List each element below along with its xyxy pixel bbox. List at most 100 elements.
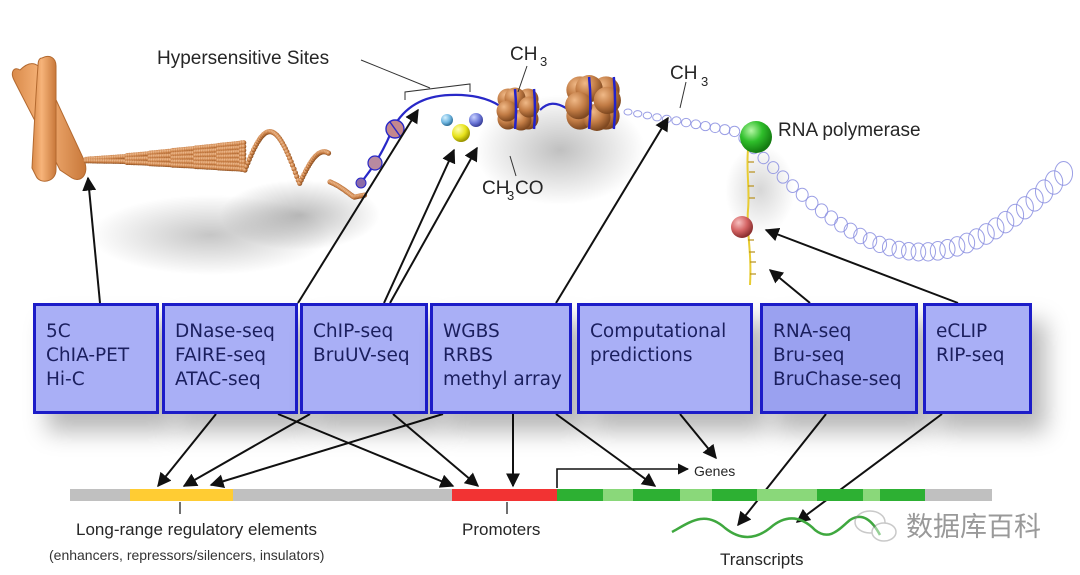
helix-turn [623, 108, 633, 116]
watermark-text: 数据库百科 [906, 512, 1041, 543]
method-label: Hi-C [46, 369, 85, 390]
helix-turn [642, 111, 653, 120]
svg-text:CH: CH [670, 63, 697, 84]
method-label: Computational [590, 321, 727, 342]
method-label: RIP-seq [936, 345, 1005, 366]
lower-arrows [157, 413, 943, 527]
helix-turn [1044, 170, 1064, 195]
helix-turn [814, 203, 829, 219]
track-segment [680, 489, 712, 501]
helix-turn [996, 210, 1015, 234]
chromatin-bead [241, 151, 247, 157]
helix-turn [1034, 179, 1054, 204]
method-box-computational[interactable]: Computational predictions [577, 303, 753, 414]
method-label: ATAC-seq [175, 369, 261, 390]
method-box-rna-binding[interactable]: eCLIP RIP-seq [923, 303, 1032, 414]
nucleosome [565, 75, 621, 131]
transcription-factors [441, 113, 483, 142]
method-box-rna[interactable]: RNA-seq Bru-seq BruChase-seq [760, 303, 918, 414]
method-label: BruUV-seq [313, 345, 410, 366]
method-label: BruChase-seq [773, 369, 902, 390]
track-segment [880, 489, 925, 501]
method-label: FAIRE-seq [175, 345, 267, 366]
method-box-accessibility[interactable]: DNase-seq FAIRE-seq ATAC-seq [162, 303, 298, 414]
label-transcripts: Transcripts [720, 550, 803, 569]
chromosome-icon [11, 55, 87, 182]
wechat-icon [854, 510, 897, 542]
dna-wrap [587, 76, 592, 130]
track-segment [817, 489, 863, 501]
label-long-range-elements: Long-range regulatory elements [76, 520, 317, 539]
upper-arrows [82, 108, 959, 304]
track-segment [712, 489, 757, 501]
helix-turn [728, 125, 741, 138]
chromatin-bead [241, 155, 247, 161]
method-label: eCLIP [936, 321, 988, 342]
chromatin-bead [241, 143, 247, 150]
dna-wrap [513, 88, 518, 130]
helix-turn [891, 240, 907, 259]
helix-turn [680, 117, 692, 128]
nucleosome-acetylated [496, 87, 540, 131]
helix-turn [872, 235, 888, 254]
track-segment [557, 489, 603, 501]
helix-turn [719, 124, 731, 136]
helix-turn [862, 232, 878, 250]
helix-turn [843, 222, 858, 239]
dna-double-helix [623, 108, 1074, 262]
method-label: ChIP-seq [313, 321, 394, 342]
chromatin-bead [325, 150, 332, 156]
rna-polymerase-icon [740, 121, 772, 153]
svg-text:3: 3 [701, 74, 708, 89]
svg-text:CH: CH [510, 44, 537, 65]
label-promoters: Promoters [462, 520, 540, 539]
helix-turn [901, 242, 917, 261]
helix-turn [987, 217, 1005, 240]
label-long-range-subtitle: (enhancers, repressors/silencers, insula… [49, 547, 324, 563]
label-hypersensitive-sites: Hypersensitive Sites [157, 48, 329, 69]
helix-turn [1015, 196, 1034, 220]
helix-turn [795, 187, 809, 202]
helix-turn [977, 223, 995, 245]
helix-turn [633, 110, 643, 118]
svg-text:CH: CH [482, 178, 509, 199]
helix-turn [881, 238, 897, 257]
helix-turn [776, 170, 790, 184]
dna-wrap [532, 88, 537, 130]
helix-turn [1054, 160, 1074, 186]
track-segment [130, 489, 233, 501]
chromatin-bead [241, 159, 247, 165]
small-nucleosomes [355, 119, 405, 189]
track-segment [603, 489, 633, 501]
helix-turn [652, 113, 662, 122]
label-ch3co: CH 3 CO [482, 178, 544, 203]
helix-turn [757, 151, 770, 165]
transcription-start-arrow [556, 463, 690, 488]
helix-turn [853, 227, 868, 245]
track-segment [233, 489, 452, 501]
method-box-methylation[interactable]: WGBS RRBS methyl array [430, 303, 572, 414]
helix-turn [1006, 203, 1025, 227]
helix-turn [1025, 187, 1044, 212]
histone-sphere [593, 86, 621, 115]
method-box-chromatin-conformation[interactable]: 5C ChIA-PET Hi-C [33, 303, 159, 414]
chromatin-bead [241, 147, 247, 153]
callout-lines [360, 59, 687, 177]
helix-turn [834, 216, 848, 233]
chromatin-bead [241, 140, 247, 146]
method-label: RRBS [443, 345, 493, 366]
svg-text:CO: CO [515, 178, 544, 199]
helix-turn [958, 232, 976, 254]
nascent-rna [746, 149, 756, 286]
method-box-chip[interactable]: ChIP-seq BruUV-seq [300, 303, 428, 414]
label-ch3-dna: CH 3 [670, 63, 708, 89]
transcript-wave [671, 515, 882, 539]
histone-sphere [518, 96, 540, 118]
track-segment [70, 489, 130, 501]
dna-wrap [612, 76, 617, 130]
method-label: methyl array [443, 369, 562, 390]
svg-text:3: 3 [507, 188, 514, 203]
method-label: WGBS [443, 321, 500, 342]
